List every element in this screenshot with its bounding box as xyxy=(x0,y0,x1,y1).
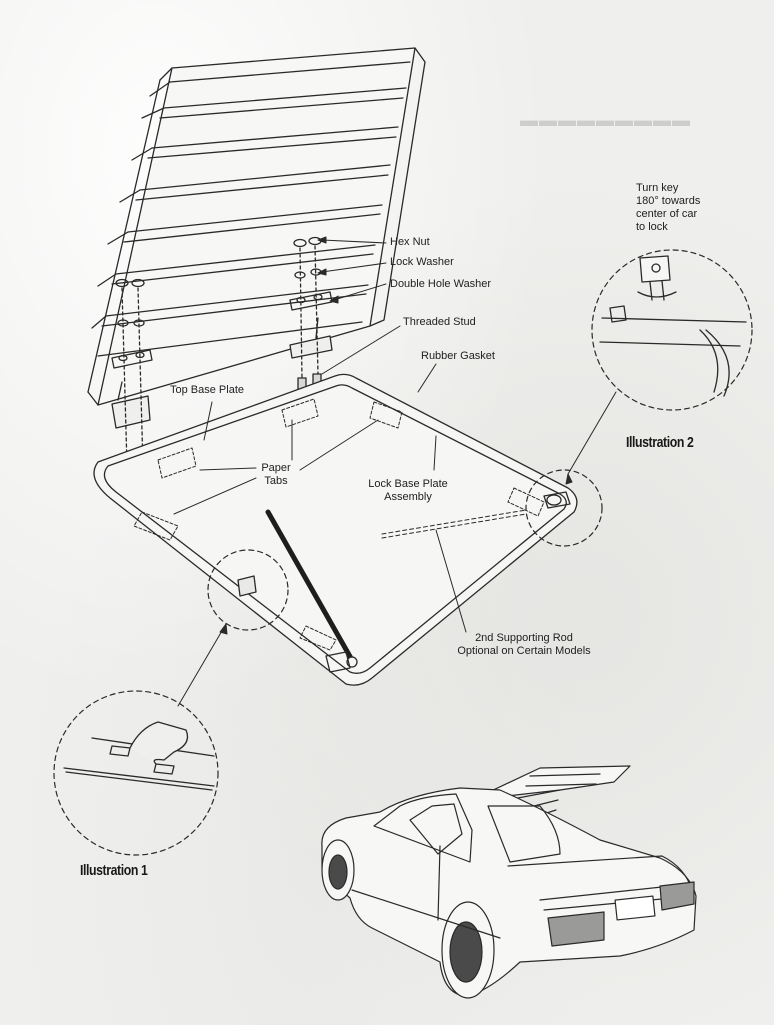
turn-key-line4: to lock xyxy=(636,221,668,233)
turn-key-line2: 180° towards xyxy=(636,195,701,207)
lock-base-plate-label: Lock Base Plate Assembly xyxy=(358,478,458,504)
illustration-2-title: Illustration 2 xyxy=(626,434,694,451)
illustration-2-detail xyxy=(599,255,747,397)
illustration-2-circle xyxy=(591,249,753,411)
supporting-rod xyxy=(265,509,358,673)
right-bracket-hardware xyxy=(289,236,333,394)
supporting-rod-line2: Optional on Certain Models xyxy=(457,645,591,657)
bleed-through-text: ▬▬▬▬▬▬▬▬▬ xyxy=(520,110,691,130)
rubber-gasket-label: Rubber Gasket xyxy=(421,350,495,362)
paper-tabs-label: Paper Tabs xyxy=(254,462,298,488)
paper-tabs-line2: Tabs xyxy=(264,475,288,487)
supporting-rod-line1: 2nd Supporting Rod xyxy=(475,632,573,644)
turn-key-line1: Turn key xyxy=(636,182,679,194)
lock-base-plate-line1: Lock Base Plate xyxy=(368,478,448,490)
gasket-frame xyxy=(93,373,578,686)
car-illustration xyxy=(321,765,697,999)
louver-panel xyxy=(87,47,426,406)
detail-circle-1 xyxy=(207,549,289,631)
lock-base-plate-line2: Assembly xyxy=(384,491,432,503)
turn-key-label: Turn key 180° towards center of car to l… xyxy=(636,182,700,234)
turn-key-line3: center of car xyxy=(636,208,698,220)
illustration-1-circle xyxy=(53,690,219,856)
illustration-1-title: Illustration 1 xyxy=(80,862,148,879)
threaded-stud-label: Threaded Stud xyxy=(403,316,476,328)
leader-lines xyxy=(173,236,617,707)
supporting-rod-label: 2nd Supporting Rod Optional on Certain M… xyxy=(434,632,614,658)
hex-nut-label: Hex Nut xyxy=(390,236,430,248)
detail-circle-2 xyxy=(525,469,603,547)
lock-washer-label: Lock Washer xyxy=(390,256,454,268)
paper-tabs-line1: Paper xyxy=(261,462,291,474)
illustration-1-detail xyxy=(63,721,215,791)
top-base-plate-label: Top Base Plate xyxy=(170,384,244,396)
double-hole-washer-label: Double Hole Washer xyxy=(390,278,492,290)
second-supporting-rod xyxy=(381,509,527,539)
